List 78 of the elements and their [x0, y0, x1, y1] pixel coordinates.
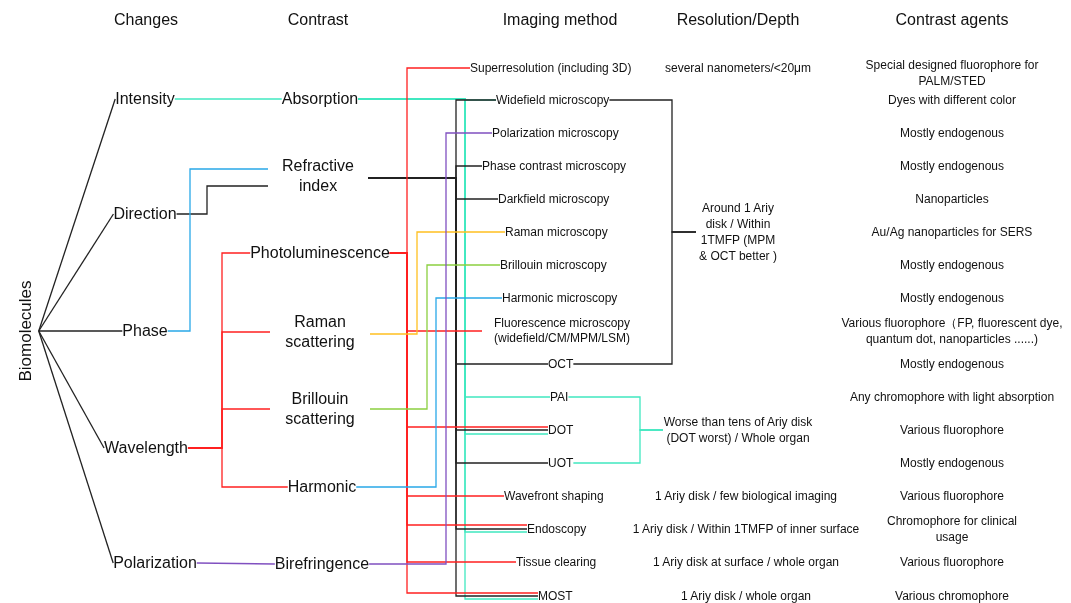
table-text: Mostly endogenous — [899, 125, 1005, 141]
column-heading: Contrast agents — [895, 10, 1009, 30]
connector-line — [38, 98, 116, 332]
table-text: 1 Ariy disk / Within 1TMFP of inner surface — [632, 521, 860, 537]
method-label: Darkfield microscopy — [498, 191, 610, 207]
table-text: Dyes with different color — [888, 92, 1016, 108]
contrast-label: Photoluminescence — [250, 243, 390, 263]
connector-line — [38, 330, 123, 332]
change-label: Intensity — [115, 89, 175, 109]
method-label: Phase contrast microscopy — [482, 158, 627, 174]
change-label: Direction — [113, 204, 177, 224]
change-label: Wavelength — [104, 438, 188, 458]
root-label: Biomolecules — [13, 280, 39, 382]
table-text: 1 Ariy disk / whole organ — [680, 588, 812, 603]
method-label: Endoscopy — [527, 521, 587, 537]
table-text: Au/Ag nanoparticles for SERS — [871, 224, 1033, 240]
table-text: Various fluorophore（FP, fluorescent dye, quantum dot, nanoparticles ......) — [840, 315, 1064, 347]
table-text: Chromophore for clinical usage — [885, 513, 1019, 545]
connector-line — [38, 330, 105, 449]
table-text: Mostly endogenous — [899, 455, 1005, 471]
column-heading: Changes — [114, 10, 178, 30]
change-label: Phase — [122, 321, 168, 341]
method-label: Fluorescence microscopy (widefield/CM/MPM/LSM) — [482, 316, 642, 346]
table-text: Various fluorophore — [900, 422, 1004, 438]
contrast-label: Raman scattering — [270, 312, 370, 352]
connector-line — [367, 177, 539, 597]
connector-line — [369, 264, 501, 410]
connector-line — [368, 132, 493, 565]
method-label: OCT — [548, 356, 574, 372]
table-text: Any chromophore with light absorption — [849, 389, 1055, 405]
method-label: DOT — [548, 422, 574, 438]
table-text: Mostly endogenous — [899, 290, 1005, 306]
method-label: Raman microscopy — [505, 224, 608, 240]
table-text: Mostly endogenous — [899, 257, 1005, 273]
method-label: Tissue clearing — [516, 554, 597, 570]
resolution-note: Worse than tens of Ariy disk (DOT worst) / Whole organ — [663, 414, 813, 446]
contrast-label: Birefringence — [274, 554, 370, 574]
method-label: MOST — [538, 588, 573, 603]
method-label: PAI — [550, 389, 569, 405]
table-text: Nanoparticles — [915, 191, 989, 207]
column-heading: Contrast — [287, 10, 349, 30]
table-text: Special designed fluorophore for PALM/STED — [864, 57, 1040, 89]
connector-line — [572, 231, 697, 365]
contrast-label: Harmonic — [287, 477, 357, 497]
column-heading: Imaging method — [502, 10, 618, 30]
contrast-label: Brillouin scattering — [270, 389, 370, 429]
connector-line — [38, 330, 114, 564]
method-label: Brillouin microscopy — [500, 257, 607, 273]
table-text: Mostly endogenous — [899, 356, 1005, 372]
connector-line — [167, 168, 269, 332]
table-text: Mostly endogenous — [899, 158, 1005, 174]
method-label: Harmonic microscopy — [502, 290, 618, 306]
table-text: several nanometers/<20μm — [665, 60, 811, 76]
method-label: Wavefront shaping — [504, 488, 604, 504]
connector-line — [175, 185, 269, 215]
contrast-label: Absorption — [281, 89, 359, 109]
table-text: 1 Ariy disk / few biological imaging — [654, 488, 838, 504]
column-heading: Resolution/Depth — [676, 10, 800, 30]
table-text: Various fluorophore — [900, 554, 1004, 570]
method-label: UOT — [548, 455, 574, 471]
table-text: 1 Ariy disk at surface / whole organ — [652, 554, 840, 570]
connector-line — [355, 297, 503, 488]
connector-line — [38, 213, 115, 332]
connector-line — [187, 447, 289, 488]
connector-line — [196, 562, 276, 565]
method-label: Widefield microscopy — [496, 92, 610, 108]
contrast-label: Refractive index — [268, 156, 368, 196]
method-label: Polarization microscopy — [492, 125, 619, 141]
table-text: Various fluorophore — [900, 488, 1004, 504]
connector-line — [369, 231, 506, 335]
resolution-note: Around 1 Ariy disk / Within 1TMFP (MPM & OCT better ) — [696, 200, 780, 264]
change-label: Polarization — [113, 553, 197, 573]
connector-line — [572, 429, 664, 464]
connector-line — [357, 98, 539, 600]
method-label: Superresolution (including 3D) — [470, 60, 632, 76]
connector-line — [389, 252, 539, 594]
connector-line — [174, 98, 283, 100]
table-text: Various chromophore — [895, 588, 1009, 603]
